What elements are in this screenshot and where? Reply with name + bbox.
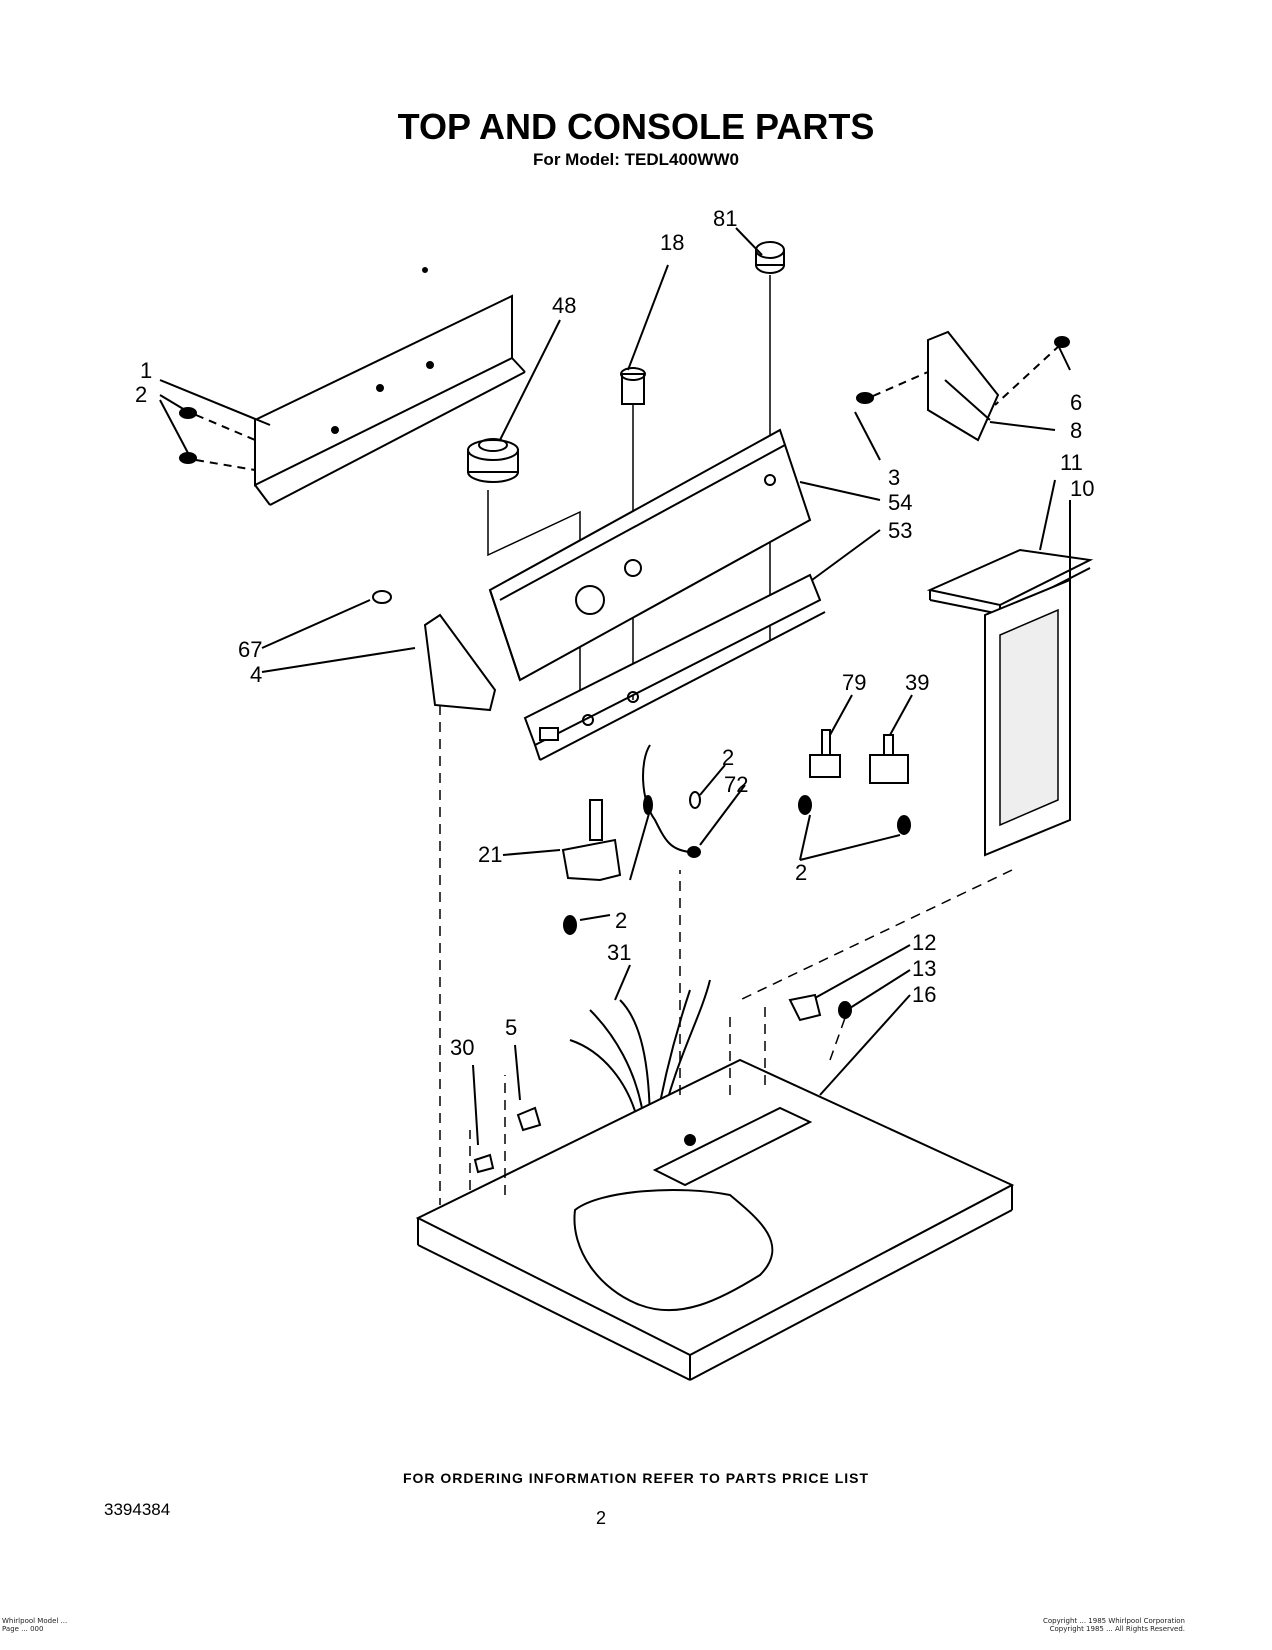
console-frame-part <box>523 573 826 761</box>
callout-2d: 2 <box>795 860 807 885</box>
ordering-info-note: FOR ORDERING INFORMATION REFER TO PARTS … <box>402 1470 870 1486</box>
callout-18: 18 <box>660 230 684 255</box>
copyright-left: Whirlpool Model ... Page ... 000 <box>2 1617 67 1633</box>
knob-part <box>467 438 581 720</box>
callout-10: 10 <box>1070 476 1094 501</box>
callout-arrows <box>159 227 1071 1146</box>
callout-6: 6 <box>1070 390 1082 415</box>
callout-12: 12 <box>912 930 936 955</box>
model-subtitle: For Model: TEDL400WW0 <box>533 150 739 169</box>
callout-79: 79 <box>842 670 866 695</box>
callout-2b: 2 <box>722 745 734 770</box>
callout-5: 5 <box>505 1015 517 1040</box>
rear-bracket-part <box>254 267 526 506</box>
callout-13: 13 <box>912 956 936 981</box>
document-number: 3394384 <box>104 1500 171 1519</box>
copyright-right-line-2: Copyright 1985 ... All Rights Reserved. <box>1049 1625 1185 1633</box>
callout-39: 39 <box>905 670 929 695</box>
callout-31: 31 <box>607 940 631 965</box>
callout-30: 30 <box>450 1035 474 1060</box>
copyright-left-line-2: Page ... 000 <box>2 1625 44 1633</box>
callout-1: 1 <box>140 358 152 383</box>
leader-lines <box>469 869 1013 1195</box>
left-end-cap-part <box>372 590 497 1205</box>
callout-labels: 81 18 48 1 2 6 8 3 54 53 11 10 67 4 79 3… <box>135 206 1094 1060</box>
page-number: 2 <box>596 1508 607 1528</box>
callout-21: 21 <box>478 842 502 867</box>
ground-wire-part <box>642 744 701 858</box>
switch-part <box>798 729 911 835</box>
copyright-right: Copyright ... 1985 Whirlpool Corporation… <box>985 1617 1185 1633</box>
callout-2: 2 <box>135 382 147 407</box>
callout-16: 16 <box>912 982 936 1007</box>
callout-8: 8 <box>1070 418 1082 443</box>
page-title: TOP AND CONSOLE PARTS <box>397 106 875 147</box>
lint-screen-part <box>984 578 1071 857</box>
callout-4: 4 <box>250 662 262 687</box>
callout-53: 53 <box>888 518 912 543</box>
callout-2c: 2 <box>615 908 627 933</box>
copyright-right-line-1: Copyright ... 1985 Whirlpool Corporation <box>1042 1617 1185 1625</box>
callout-11: 11 <box>1060 450 1083 475</box>
callout-3: 3 <box>888 465 900 490</box>
callout-54: 54 <box>888 490 912 515</box>
screw-part <box>179 407 256 471</box>
right-end-cap-part <box>856 330 1070 442</box>
small-clip-part <box>473 1106 542 1174</box>
control-panel-part <box>488 428 812 682</box>
clip-part <box>788 993 852 1022</box>
callout-67: 67 <box>238 637 262 662</box>
callout-48: 48 <box>552 293 576 318</box>
callout-72: 72 <box>724 772 748 797</box>
cabinet-top-part <box>415 1058 1015 1381</box>
callout-81: 81 <box>713 206 737 231</box>
copyright-left-line-1: Whirlpool Model ... <box>2 1617 68 1625</box>
timer-part <box>561 799 622 935</box>
